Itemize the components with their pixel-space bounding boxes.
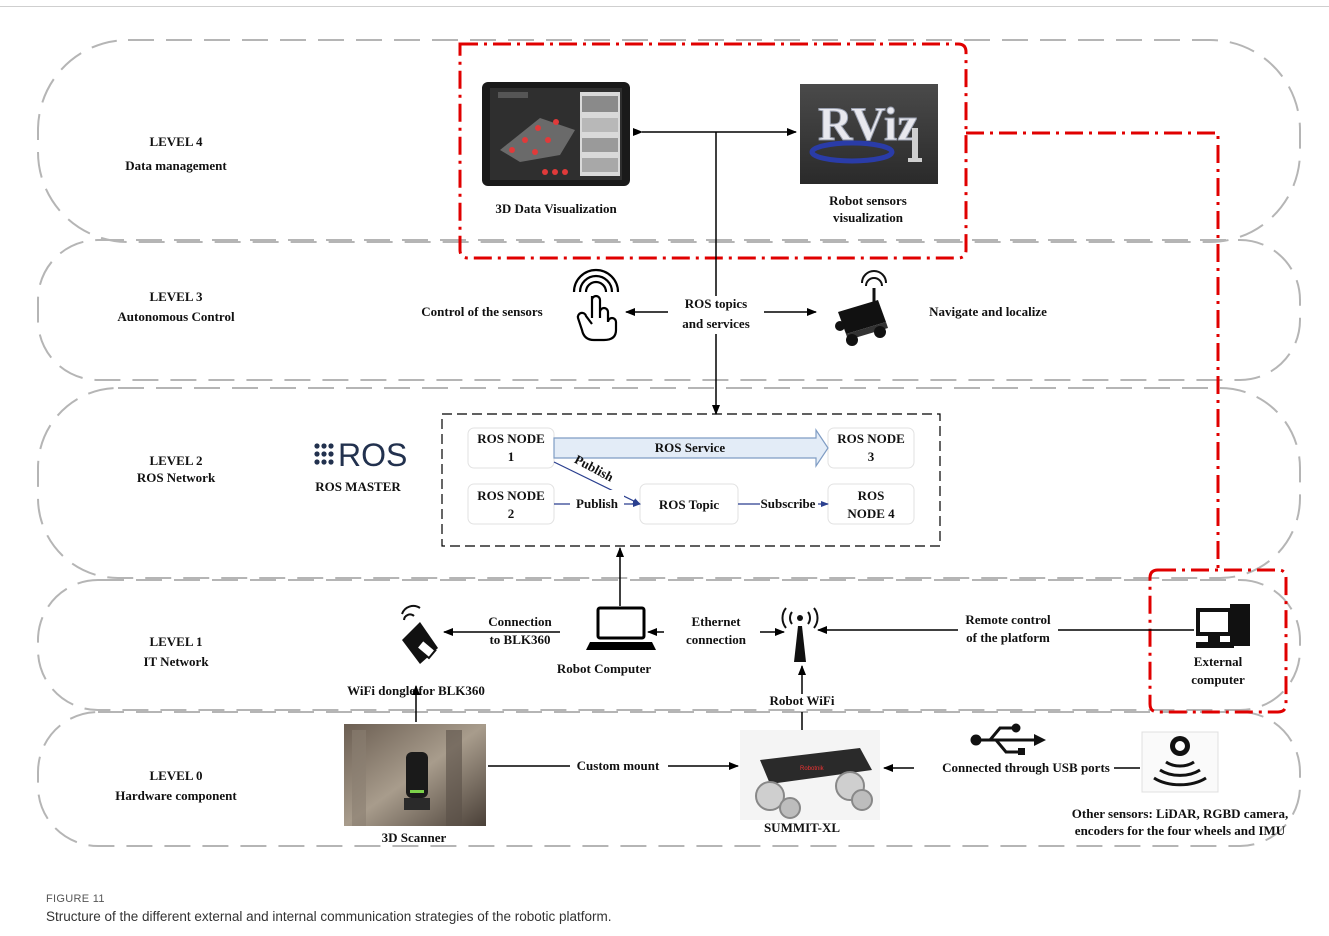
- level-bands: [37, 39, 1301, 847]
- subscribe-label-bg: [760, 496, 818, 512]
- level-1-title: LEVEL 1: [149, 634, 202, 649]
- control-sensors-label: Control of the sensors: [421, 304, 542, 319]
- navigate-label: Navigate and localize: [929, 304, 1047, 319]
- band-level-1: [37, 579, 1301, 711]
- level-0-subtitle: Hardware component: [115, 788, 237, 803]
- ros-node-3-line2: 3: [868, 449, 875, 464]
- robot-wifi-label: Robot WiFi: [770, 693, 835, 708]
- band-level-4: [37, 39, 1301, 243]
- viz3d-label: 3D Data Visualization: [495, 201, 617, 216]
- ros-service-label: ROS Service: [655, 440, 726, 455]
- ethernet-label-2: connection: [686, 632, 747, 647]
- ros-node-1-line2: 1: [508, 449, 515, 464]
- ros-node-4-line1: ROS: [858, 488, 885, 503]
- custom-mount-label: Custom mount: [577, 758, 660, 773]
- architecture-diagram: LEVEL 4 Data management LEVEL 3 Autonomo…: [37, 39, 1301, 847]
- band-level-0: [37, 711, 1301, 847]
- level-4-title: LEVEL 4: [149, 134, 203, 149]
- level-3-title: LEVEL 3: [149, 289, 203, 304]
- top-rule: [0, 6, 1329, 7]
- desktop-computer-icon: [1196, 604, 1250, 648]
- summit-brand-text: Robotnik: [800, 766, 825, 772]
- ros-node-4-line2: NODE 4: [847, 506, 895, 521]
- other-sensors-label-1: Other sensors: LiDAR, RGBD camera,: [1072, 806, 1288, 821]
- connectors-level-4: [633, 128, 797, 296]
- summit-label: SUMMIT-XL: [764, 820, 840, 835]
- connectors-level-1: [412, 547, 1194, 740]
- rviz-label-1: Robot sensors: [829, 193, 907, 208]
- robot-computer-label: Robot Computer: [557, 661, 651, 676]
- ros-logo-text: ROS: [338, 437, 407, 473]
- rviz-label-2: visualization: [833, 210, 904, 225]
- rviz-logo-icon: RViz: [800, 84, 938, 184]
- highlight-external-box: [1148, 568, 1288, 714]
- robot-vehicle-icon: [835, 270, 888, 346]
- band-level-3: [37, 239, 1301, 381]
- usb-label: Connected through USB ports: [942, 760, 1110, 775]
- 3d-scanner-image: [344, 724, 486, 826]
- summit-xl-image: Robotnik: [740, 730, 880, 820]
- ethernet-label-1: Ethernet: [691, 614, 741, 629]
- other-sensors-label-2: encoders for the four wheels and IMU: [1075, 823, 1286, 838]
- antenna-icon: [781, 607, 819, 662]
- ros-node-1-line1: ROS NODE: [477, 431, 545, 446]
- level-3-subtitle: Autonomous Control: [117, 309, 235, 324]
- wifi-dongle-icon: [401, 605, 438, 664]
- ros-node-3-line1: ROS NODE: [837, 431, 905, 446]
- scanner-label: 3D Scanner: [382, 830, 447, 845]
- connection-label-1: Connection: [488, 614, 552, 629]
- level-0-title: LEVEL 0: [149, 768, 202, 783]
- figure-number: FIGURE 11: [46, 893, 105, 905]
- figure-caption: Structure of the different external and …: [46, 909, 612, 924]
- connection-label-2: to BLK360: [489, 632, 550, 647]
- remote-access-highlight: [458, 42, 1288, 714]
- touch-hand-icon: [572, 268, 620, 342]
- remote-label-2: of the platform: [966, 630, 1050, 645]
- ros-node-2-line2: 2: [508, 506, 515, 521]
- usb-icon: [970, 723, 1046, 755]
- connectors-level-0: [488, 762, 1140, 772]
- ros-topics-label-2: and services: [682, 316, 750, 331]
- ros-logo: ROS: [314, 437, 407, 473]
- ros-nodes: ROS NODE 1 ROS NODE 2 ROS NODE 3 ROS NOD…: [467, 427, 915, 525]
- external-label-2: computer: [1191, 672, 1245, 687]
- rviz-logo-text: RViz: [818, 98, 919, 151]
- band-level-2: [37, 387, 1301, 579]
- publish-label: Publish: [576, 496, 619, 511]
- level-2-title: LEVEL 2: [149, 453, 202, 468]
- ros-network-box: [441, 413, 941, 547]
- ros-topics-label-1: ROS topics: [685, 296, 747, 311]
- publish-label-bg: [570, 490, 624, 508]
- ros-node-2-line1: ROS NODE: [477, 488, 545, 503]
- remote-label-1: Remote control: [965, 612, 1051, 627]
- connectors-level-3: [625, 308, 817, 415]
- level-2-subtitle: ROS Network: [137, 470, 216, 485]
- level-1-subtitle: IT Network: [143, 654, 209, 669]
- ros-master-label: ROS MASTER: [315, 479, 401, 494]
- ros-topic-label: ROS Topic: [659, 497, 720, 512]
- ros-service-arrow: ROS Service: [553, 428, 829, 468]
- level-4-subtitle: Data management: [125, 158, 227, 173]
- highlight-visualization-box: [458, 42, 968, 260]
- external-label-1: External: [1194, 654, 1243, 669]
- subscribe-label: Subscribe: [761, 496, 816, 511]
- sensor-icon: [1141, 731, 1219, 793]
- tablet-3d-viz: [482, 82, 630, 186]
- laptop-icon: [586, 606, 656, 650]
- ros-dots-icon: [314, 443, 334, 465]
- highlight-link-line: [966, 131, 1220, 570]
- level-labels: LEVEL 4 Data management LEVEL 3 Autonomo…: [115, 134, 237, 803]
